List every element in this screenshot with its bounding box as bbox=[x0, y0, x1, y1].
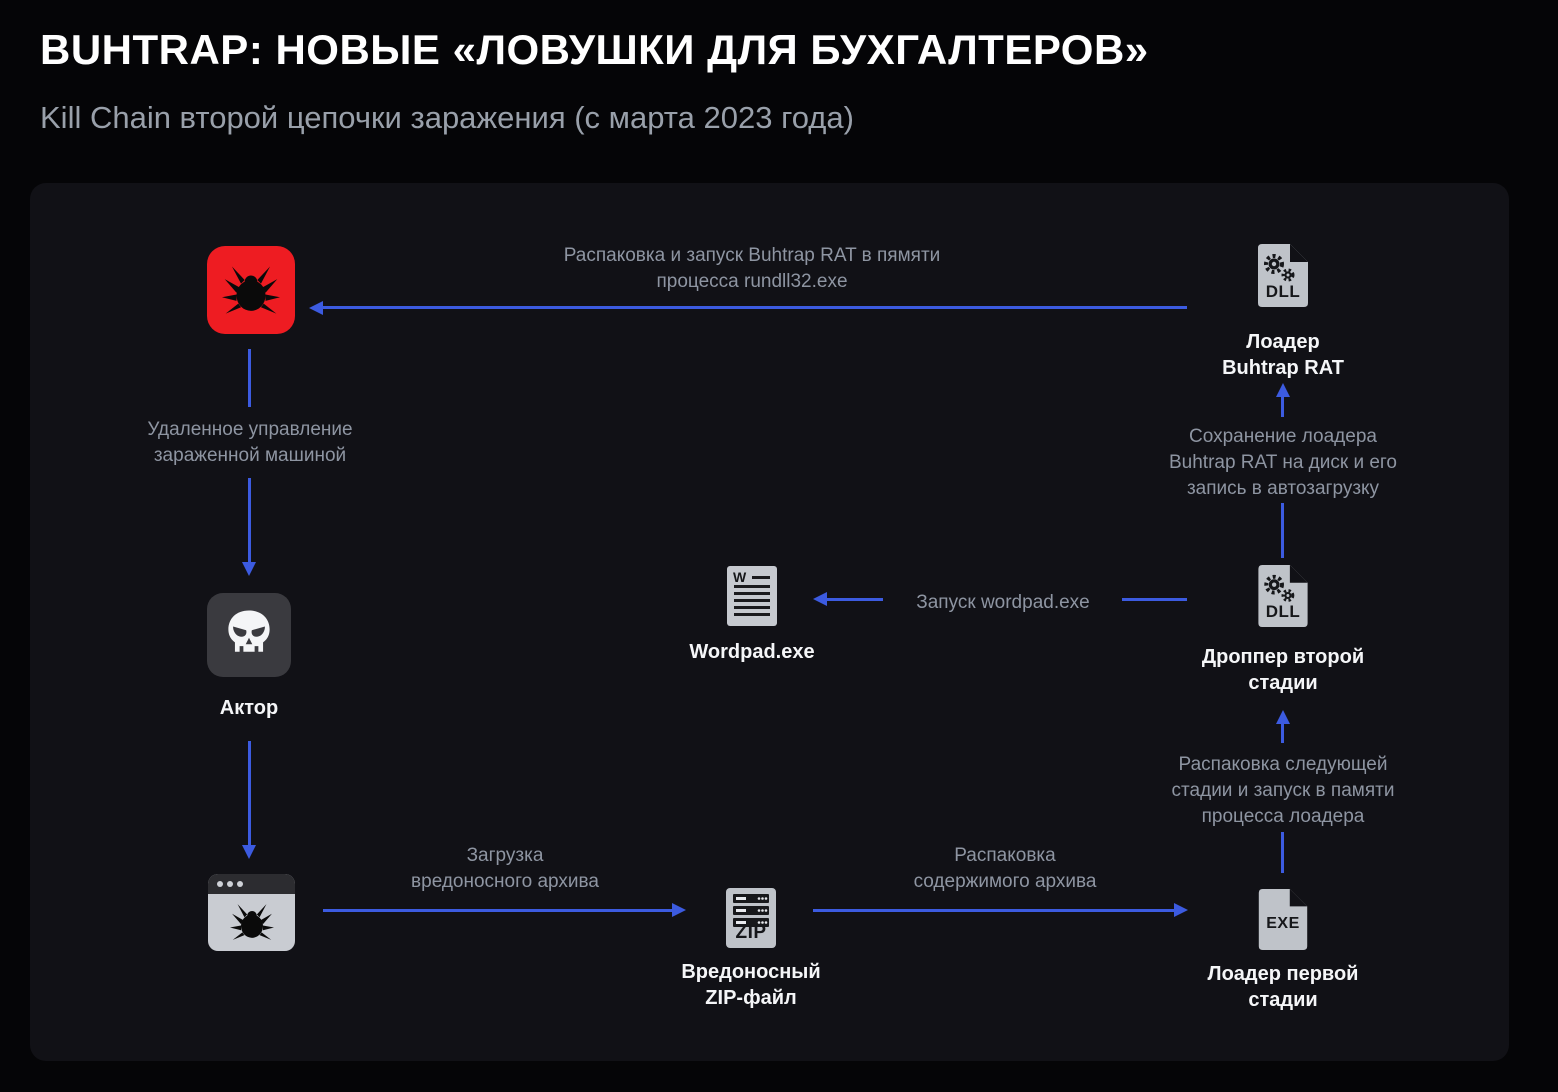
gear-icon bbox=[1264, 254, 1284, 274]
edge-save-loader-line-lower bbox=[1281, 503, 1284, 558]
page-subtitle: Kill Chain второй цепочки заражения (с м… bbox=[40, 100, 854, 135]
loader-first-stage-node: EXE bbox=[1258, 889, 1308, 950]
malicious-zip-label: Вредоносный ZIP-файл bbox=[681, 961, 821, 1009]
dll-badge: DLL bbox=[1265, 602, 1301, 621]
page-title: BUHTRAP: НОВЫЕ «ЛОВУШКИ ДЛЯ БУХГАЛТЕРОВ» bbox=[40, 26, 1149, 73]
loader-buhtrap-rat-node: DLL bbox=[1258, 244, 1308, 307]
edge-download-archive-line bbox=[323, 909, 672, 912]
exe-badge: EXE bbox=[1266, 915, 1300, 932]
arrow-head-to-rat bbox=[309, 301, 323, 315]
dll-file-icon bbox=[1258, 565, 1308, 627]
infected-browser-node bbox=[208, 874, 295, 951]
bug-malware-icon bbox=[222, 266, 280, 314]
edge-unpack-archive-line bbox=[813, 909, 1174, 912]
edge-download-archive-label: Загрузка вредоносного архива bbox=[411, 845, 599, 892]
arrow-head-to-loader-rat bbox=[1276, 383, 1290, 397]
arrow-head-to-dropper bbox=[1276, 710, 1290, 724]
edge-actor-browser-line bbox=[248, 741, 251, 845]
window-dot-icon bbox=[227, 881, 233, 887]
gear-icon bbox=[1281, 268, 1295, 282]
zip-file-icon bbox=[726, 888, 776, 948]
loader-first-stage-label: Лоадер первой стадии bbox=[1207, 963, 1359, 1011]
dropper-second-stage-label: Дроппер второй стадии bbox=[1201, 646, 1365, 694]
edge-unpack-next-line-lower bbox=[1281, 832, 1284, 873]
edge-run-wordpad-line-right bbox=[1122, 598, 1187, 601]
arrow-head-to-wordpad bbox=[813, 592, 827, 606]
skull-icon bbox=[228, 610, 270, 652]
edge-unpack-run-rat-label: Распаковка и запуск Buhtrap RAT в пямяти… bbox=[563, 245, 941, 292]
edge-unpack-next-line-upper bbox=[1281, 724, 1284, 743]
exe-file-icon bbox=[1258, 889, 1308, 950]
malicious-zip-node: ZIP bbox=[726, 888, 776, 948]
edge-remote-control-line-lower bbox=[248, 478, 251, 562]
arrow-head-to-browser bbox=[242, 845, 256, 859]
zip-badge: ZIP bbox=[735, 922, 767, 943]
edge-run-wordpad-line-left bbox=[827, 598, 883, 601]
arrow-head-to-exe bbox=[1174, 903, 1188, 917]
dropper-second-stage-node: DLL bbox=[1258, 565, 1308, 627]
edge-unpack-next-label: Распаковка следующей стадии и запуск в п… bbox=[1171, 754, 1395, 827]
gear-icon bbox=[1281, 589, 1295, 602]
loader-buhtrap-rat-label: Лоадер Buhtrap RAT bbox=[1222, 331, 1344, 379]
wordpad-document-icon bbox=[727, 566, 777, 626]
window-dot-icon bbox=[217, 881, 223, 887]
edge-unpack-run-rat-line bbox=[323, 306, 1187, 309]
wordpad-node: W bbox=[727, 566, 777, 626]
browser-titlebar bbox=[208, 874, 295, 894]
actor-label: Актор bbox=[219, 697, 279, 719]
killchain-panel: Распаковка и запуск Buhtrap RAT в пямяти… bbox=[30, 183, 1509, 1061]
dll-file-icon bbox=[1258, 244, 1308, 307]
arrow-head-to-actor bbox=[242, 562, 256, 576]
window-dot-icon bbox=[237, 881, 243, 887]
edge-remote-control-line-upper bbox=[248, 349, 251, 407]
buhtrap-rat-node bbox=[207, 246, 295, 334]
dll-badge: DLL bbox=[1265, 282, 1301, 301]
actor-node bbox=[207, 593, 291, 677]
edge-save-loader-line-upper bbox=[1281, 397, 1284, 417]
wordpad-label: Wordpad.exe bbox=[689, 641, 815, 663]
edge-save-loader-label: Сохранение лоадера Buhtrap RAT на диск и… bbox=[1168, 426, 1398, 499]
gear-icon bbox=[1264, 574, 1284, 595]
wordpad-w-badge: W bbox=[733, 569, 747, 585]
arrow-head-to-zip bbox=[672, 903, 686, 917]
edge-run-wordpad-label: Запуск wordpad.exe bbox=[916, 592, 1090, 613]
bug-malware-icon bbox=[230, 904, 274, 940]
edge-unpack-archive-label: Распаковка содержимого архива bbox=[913, 845, 1097, 892]
edge-remote-control-label: Удаленное управление зараженной машиной bbox=[147, 419, 353, 466]
